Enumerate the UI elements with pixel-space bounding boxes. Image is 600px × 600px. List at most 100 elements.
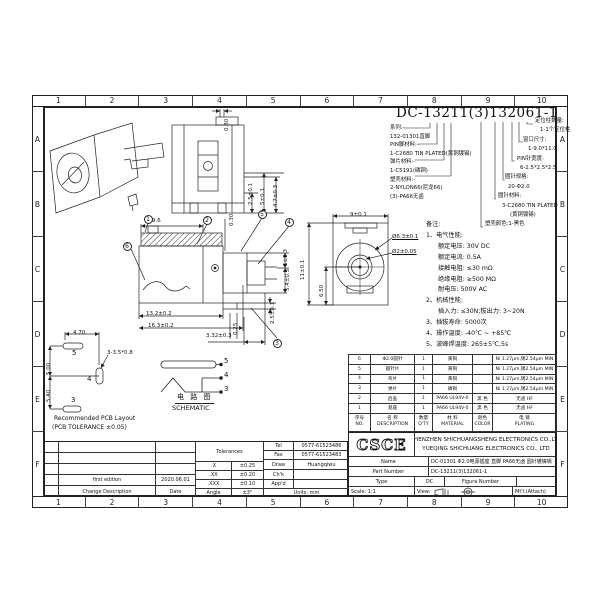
tolerance-label: .XX (196, 471, 232, 480)
note-line: 耐电压: 500V AC (438, 286, 488, 294)
callout-line: (3)-PA66无卤 (390, 193, 424, 200)
schematic-view (160, 360, 223, 394)
grid-row-label: A (557, 107, 568, 172)
note-line: 3、插拔寿命: 5000次 (426, 319, 487, 327)
dim-label: 9.6 (152, 218, 161, 224)
grid-row-label: E (557, 367, 568, 432)
title-block: CSCE SHENZHEN SHICHUANGSHENG ELECTRONICS… (348, 432, 557, 497)
note-line: 4、操作温度: -40℃ ~ +85℃ (426, 330, 512, 338)
grid-band-left: A B C D E F (32, 107, 44, 496)
fax-label: Fax (264, 451, 294, 460)
schematic-pin-number: 5 (224, 357, 229, 365)
grid-row-label: B (557, 172, 568, 237)
approve-value (294, 480, 349, 489)
dim-label: 2.5±0.1 (248, 182, 254, 205)
grid-col-label: 7 (354, 497, 408, 508)
note-line: 2、机械性能: (426, 297, 463, 305)
callout-line: 1-C2680 TIN PLATED(黄铜镀锡) (390, 150, 472, 157)
grid-col-label: 9 (462, 497, 516, 508)
dim-label: 2.5±0.1 (270, 301, 276, 324)
scale-label: Scale: 1:1 (349, 487, 415, 497)
dim-label: 11±0.1 (300, 259, 306, 280)
side-view (130, 217, 290, 345)
part-balloon-5: 5 (257, 209, 267, 219)
callout-line: 1-9.0*11.0 (528, 146, 557, 153)
note-line: 插入力: ≤30N;拔出力: 3~20N (438, 308, 525, 316)
tel-value: 0577-61523486 (294, 442, 349, 451)
part-balloon-2: 2 (202, 215, 212, 225)
tolerance-label: .X (196, 462, 232, 471)
name-label: Name (349, 457, 429, 467)
callout-line: 2-NYLON66(尼龙66) (390, 185, 443, 192)
grid-col-label: 8 (408, 95, 462, 106)
dim-label: 13.2±0.2 (146, 311, 172, 317)
callout-line: 系列:- (390, 125, 405, 131)
approve-label: App'd (264, 480, 294, 489)
top-view (171, 108, 284, 214)
grid-col-label: 3 (139, 95, 194, 106)
callout-line: 3-C2680 TIN PLATED (502, 202, 558, 209)
product-name-value: DC-01301 Φ2.0电源插座 直脚 PA66无卤 圆针镀镍锡 (429, 457, 557, 467)
dim-label: 9±0.1 (350, 212, 367, 218)
schematic-pin-number: 4 (224, 371, 229, 379)
dim-label: 5.00 (46, 362, 52, 375)
grid-col-label: 2 (86, 95, 140, 106)
dim-label: 5.40 (46, 389, 52, 402)
grid-row-label: F (560, 459, 565, 469)
revision-cell (156, 453, 196, 464)
grid-col-label: 4 (193, 497, 247, 508)
revision-cell (59, 464, 156, 475)
revision-cell (59, 453, 156, 464)
grid-col-label: 10 (536, 96, 547, 105)
dim-label: 5±0.1 (260, 188, 266, 205)
revision-description-header: Change Description (59, 486, 156, 497)
dim-label: 5±0.3 (283, 249, 289, 266)
grid-col-label: 6 (301, 95, 355, 106)
dim-label: 0.25 (233, 322, 239, 335)
note-line: 5、波峰焊温度: 265±5℃,5s (426, 340, 509, 348)
projection-view-cell: View: (415, 487, 513, 497)
grid-col-label: 7 (354, 95, 408, 106)
pcb-pad-number: 3 (71, 396, 76, 404)
tolerances-title: Tolerances (196, 442, 264, 462)
pcb-pad-number: 4 (87, 375, 92, 383)
grid-band-right: A B C D E F (556, 107, 568, 496)
revision-cell (45, 464, 59, 475)
grid-row-label: A (32, 107, 43, 172)
grid-col-label: 10 (536, 498, 547, 507)
company-name: SHENZHEN SHICHUANGSHENG ELECTRONICS CO.,… (415, 433, 557, 457)
grid-col-label: 8 (408, 497, 462, 508)
grid-row-label: D (557, 302, 568, 367)
grid-col-label: 1 (32, 95, 86, 106)
grid-col-label: 2 (86, 497, 140, 508)
grid-row-label: F (35, 459, 40, 469)
schematic-title-en: SCHEMATIC (172, 404, 210, 412)
tolerance-value: ±0.10 (232, 480, 264, 489)
revision-mark-cell (45, 475, 59, 486)
revision-date-header: Date (156, 486, 196, 497)
dim-label: 3.32±0.3 (206, 333, 232, 339)
drawing-number-title: DC-13211(3)132061-1 (396, 105, 558, 121)
dim-label: 16.3±0.2 (148, 323, 174, 329)
callout-line: 窗口尺寸: (523, 136, 547, 143)
tolerance-value: ±3° (232, 489, 264, 497)
dim-label: 4.7±0.3 (273, 184, 279, 207)
schematic-pin-number: 3 (224, 385, 229, 393)
tolerance-label: .XXX (196, 480, 232, 489)
callout-line: 6-2.5*2.5*2.5 (520, 165, 557, 172)
dim-label: Ø2±0.05 (392, 249, 417, 255)
projection-symbol-circles (461, 487, 476, 497)
callout-line: 定位柱数量: (535, 118, 564, 124)
grid-row-label: C (557, 237, 568, 302)
revision-description: first edition (59, 475, 156, 486)
grid-col-label: 5 (247, 95, 301, 106)
grid-col-label: 5 (247, 497, 301, 508)
grid-row-label: D (32, 302, 43, 367)
drawing-linework (47, 108, 533, 413)
pcb-layout-view (47, 331, 109, 413)
part-number-value: DC-13211(3)132061-1 (429, 467, 557, 477)
